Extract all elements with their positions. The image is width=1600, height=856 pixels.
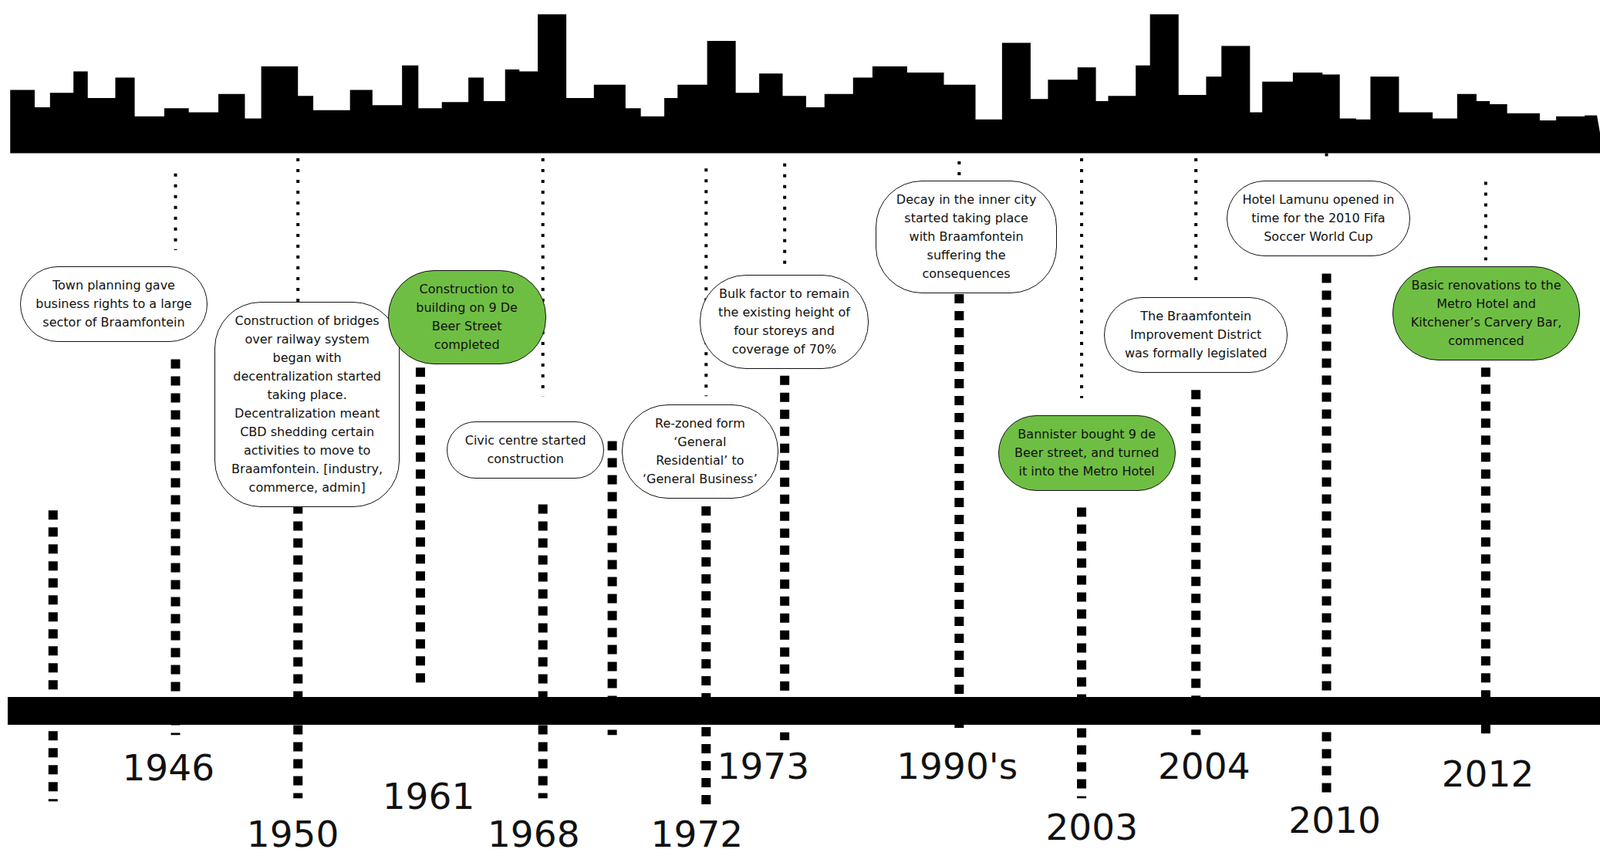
event-text: Basic renovations to the Metro Hotel and… [1407,276,1565,351]
year-label: 2003 [1042,808,1141,845]
event-bubble: Construction of bridges over railway sys… [214,301,401,507]
event-text: The Braamfontein Improvement District wa… [1118,307,1273,363]
dotted-post [1076,506,1087,798]
dotted-post [171,359,181,736]
event-bubble: Re-zoned form ‘General Residential’ to ‘… [621,404,780,499]
year-label: 1961 [379,777,479,814]
dotted-post [293,503,303,798]
dotted-post [701,506,711,807]
dotted-leader [174,173,178,250]
year-label: 1990's [893,747,1021,784]
dotted-post [1191,389,1201,735]
event-text: Hotel Lamunu opened in time for the 2010… [1241,190,1396,247]
event-bubble: Decay in the inner city started taking p… [875,180,1057,294]
event-bubble: Civic centre started construction [446,421,605,479]
dotted-post [1481,367,1491,735]
dotted-post [779,375,790,740]
year-label: 2004 [1154,747,1254,784]
dotted-leader [1080,158,1084,399]
event-text: Re-zoned form ‘General Residential’ to ‘… [636,414,765,489]
dotted-leader [296,158,300,304]
year-label: 1968 [484,815,584,852]
year-label: 2012 [1438,755,1538,792]
dotted-leader [704,168,708,396]
dotted-post [607,440,618,735]
dotted-post [48,509,58,801]
event-bubble: Bulk factor to remain the existing heigh… [699,274,868,369]
dotted-leader [1194,158,1198,281]
dotted-post [954,293,964,735]
event-bubble: The Braamfontein Improvement District wa… [1103,297,1288,373]
event-text: Construction of bridges over railway sys… [229,311,386,497]
skyline-silhouette [10,14,1600,154]
milestone-bubble: Construction to building on 9 De Beer St… [388,270,547,365]
timeline-bar [7,696,1600,725]
dotted-post [415,367,426,686]
event-text: Civic centre started construction [461,431,590,469]
dotted-post [538,503,548,798]
dotted-leader [783,163,787,268]
event-text: Decay in the inner city started taking p… [890,190,1043,284]
event-text: Construction to building on 9 De Beer St… [402,280,532,355]
milestone-bubble: Bannister bought 9 de Beer street, and t… [998,415,1176,491]
year-label: 1973 [714,747,814,784]
event-bubble: Town planning gave business rights to a … [20,266,207,342]
event-text: Bulk factor to remain the existing heigh… [714,284,854,359]
dotted-leader [1325,152,1329,163]
event-text: Town planning gave business rights to a … [34,276,193,332]
year-label: 2010 [1285,801,1384,838]
event-text: Bannister bought 9 de Beer street, and t… [1012,425,1162,481]
dotted-leader [1484,181,1488,260]
year-label: 1972 [648,815,747,852]
dotted-leader [957,161,961,180]
dotted-leader [541,158,545,396]
year-label: 1946 [118,749,218,786]
milestone-bubble: Basic renovations to the Metro Hotel and… [1392,266,1580,361]
year-label: 1950 [243,815,343,852]
event-bubble: Hotel Lamunu opened in time for the 2010… [1226,180,1411,257]
